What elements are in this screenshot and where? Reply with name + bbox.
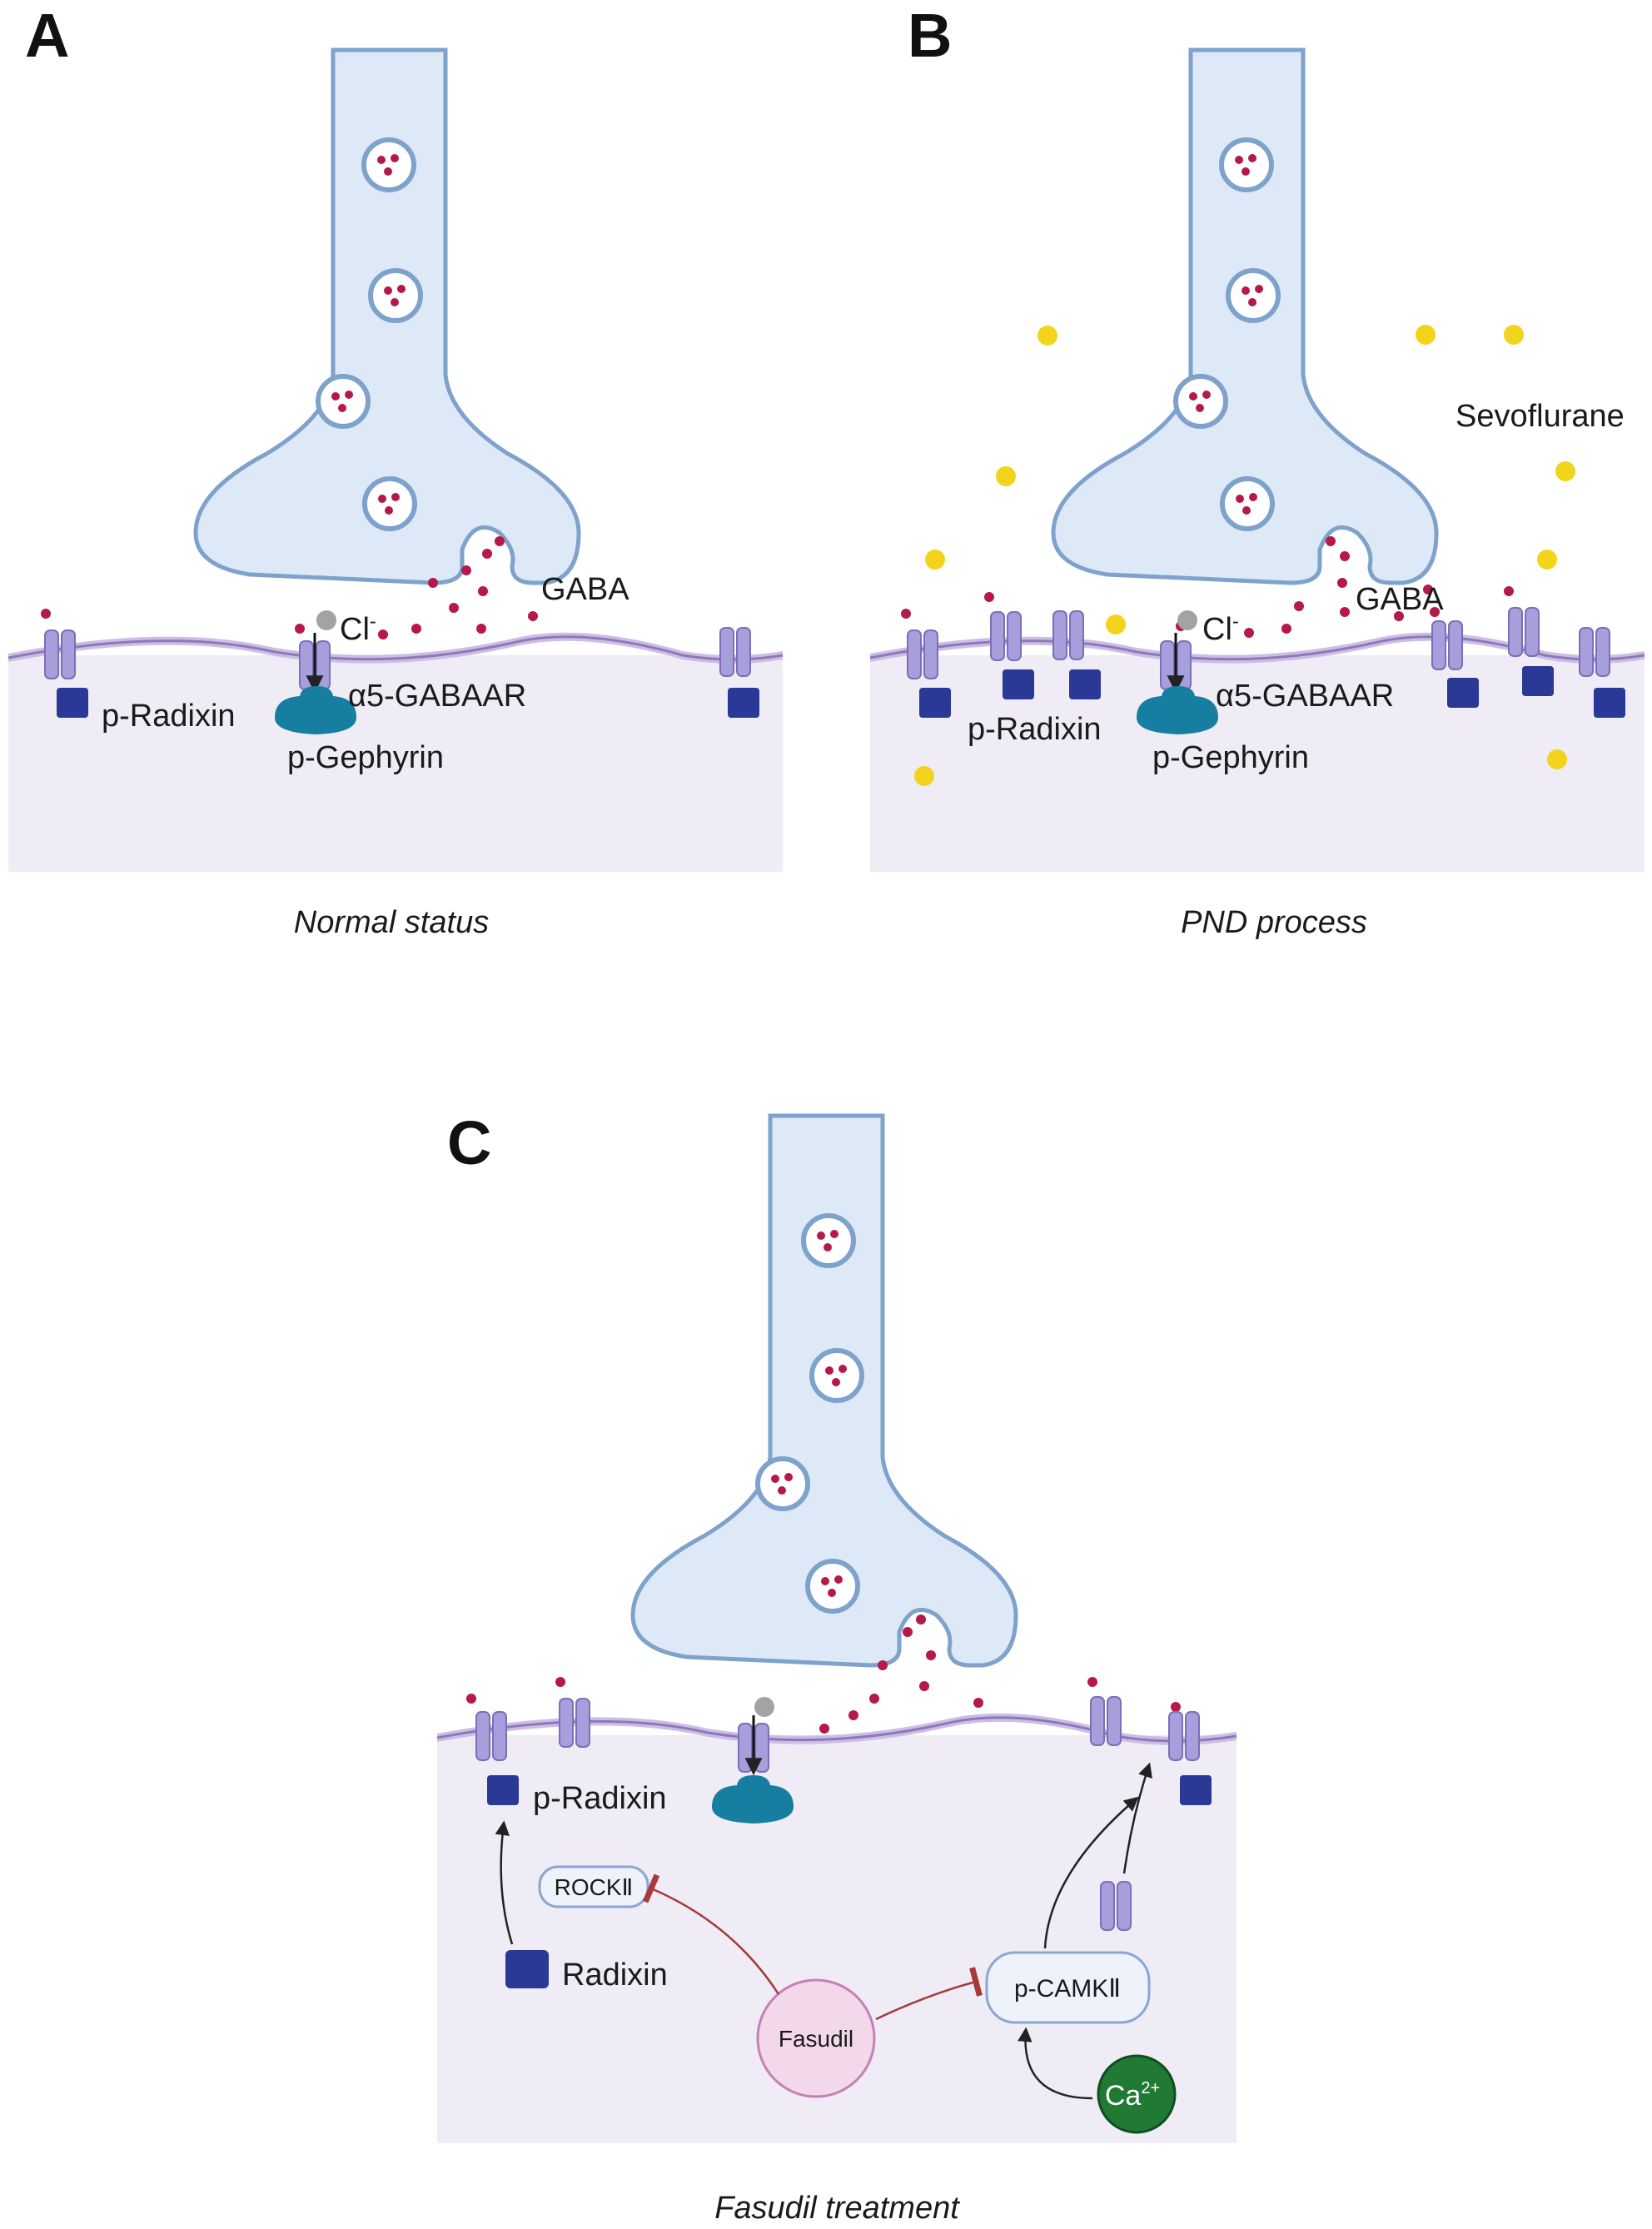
fasudil-circle bbox=[756, 1978, 876, 2098]
panel-a: A bbox=[7, 1, 784, 940]
panel-letter: A bbox=[25, 1, 69, 70]
chloride-label: Cl- bbox=[1202, 610, 1239, 647]
gaba-label: GABA bbox=[541, 572, 629, 607]
calcium-ion bbox=[1097, 2054, 1177, 2134]
sevoflurane-molecules bbox=[914, 325, 1575, 786]
camk2-inhibition-line bbox=[875, 1967, 983, 2021]
panel-caption: Normal status bbox=[294, 905, 489, 940]
radixin-marker bbox=[728, 688, 759, 718]
synaptic-vesicles bbox=[316, 137, 423, 531]
calcium-text: Ca bbox=[1105, 2080, 1142, 2112]
panel-letter: B bbox=[908, 1, 952, 70]
gephyrin-marker bbox=[712, 1775, 794, 1824]
calcium-activation-arrow bbox=[1018, 2027, 1093, 2100]
rock2-inhibition-line bbox=[642, 1873, 780, 1995]
panel-c: C bbox=[436, 1108, 1237, 2226]
postsynaptic-cytoplasm bbox=[8, 655, 783, 872]
synaptic-vesicles bbox=[1173, 137, 1281, 531]
synaptic-vesicles bbox=[755, 1213, 864, 1614]
radixin-icon bbox=[505, 1950, 549, 1988]
gaba-molecules bbox=[466, 1615, 1181, 1734]
receptor-trafficking-arrow bbox=[1043, 1796, 1139, 1949]
camk2-label: p-CAMKⅡ bbox=[1014, 1975, 1121, 2003]
radixin-label: Radixin bbox=[562, 1958, 668, 1993]
radixin-markers bbox=[919, 666, 1625, 718]
chloride-label: Cl- bbox=[340, 610, 376, 647]
gaba-label: GABA bbox=[1356, 582, 1444, 617]
receptors bbox=[44, 627, 751, 690]
radixin-marker bbox=[1180, 1775, 1212, 1805]
panel-caption: Fasudil treatment bbox=[714, 2191, 960, 2225]
receptors bbox=[475, 1696, 1200, 1931]
calcium-label: Ca2+ bbox=[1105, 2079, 1160, 2112]
rock2-label: ROCKⅡ bbox=[555, 1874, 634, 1900]
camk2-box bbox=[985, 1951, 1151, 2024]
panel-b: B bbox=[869, 1, 1645, 940]
chloride-text: Cl bbox=[340, 612, 370, 647]
receptor-insertion-arrow bbox=[1122, 1762, 1152, 1874]
chloride-ion bbox=[1177, 610, 1197, 630]
radixin-label: p-Radixin bbox=[102, 699, 236, 734]
chloride-charge: - bbox=[1232, 610, 1239, 633]
panel-caption: PND process bbox=[1181, 905, 1367, 940]
cell-membrane bbox=[8, 632, 783, 664]
sevoflurane-label: Sevoflurane bbox=[1455, 399, 1625, 434]
postsynaptic-cytoplasm bbox=[870, 655, 1645, 872]
radixin-marker bbox=[57, 688, 88, 718]
chloride-ion bbox=[316, 610, 336, 630]
p-radixin-label: p-Radixin bbox=[533, 1781, 667, 1816]
membrane-line bbox=[869, 635, 1645, 661]
chloride-text: Cl bbox=[1202, 612, 1232, 647]
phosphorylation-arrow bbox=[495, 1820, 514, 1945]
membrane-line bbox=[436, 1716, 1237, 1743]
gephyrin-label: p-Gephyrin bbox=[1152, 740, 1309, 775]
radixin-marker bbox=[487, 1775, 519, 1805]
receptor-label: α5-GABAAR bbox=[348, 679, 526, 714]
radixin-label: p-Radixin bbox=[968, 712, 1102, 747]
calcium-charge: 2+ bbox=[1141, 2079, 1160, 2097]
gephyrin-label: p-Gephyrin bbox=[287, 740, 444, 775]
gephyrin-marker bbox=[275, 686, 356, 734]
membrane-line bbox=[7, 635, 784, 661]
gaba-molecules bbox=[41, 536, 538, 639]
chloride-ion bbox=[754, 1697, 774, 1717]
cell-membrane bbox=[437, 1713, 1237, 1745]
gaba-molecules bbox=[901, 536, 1514, 638]
fasudil-label: Fasudil bbox=[779, 2026, 853, 2052]
panel-letter: C bbox=[447, 1108, 491, 1177]
chloride-charge: - bbox=[370, 610, 376, 633]
gephyrin-marker bbox=[1137, 686, 1218, 734]
receptor-label: α5-GABAAR bbox=[1216, 679, 1394, 714]
